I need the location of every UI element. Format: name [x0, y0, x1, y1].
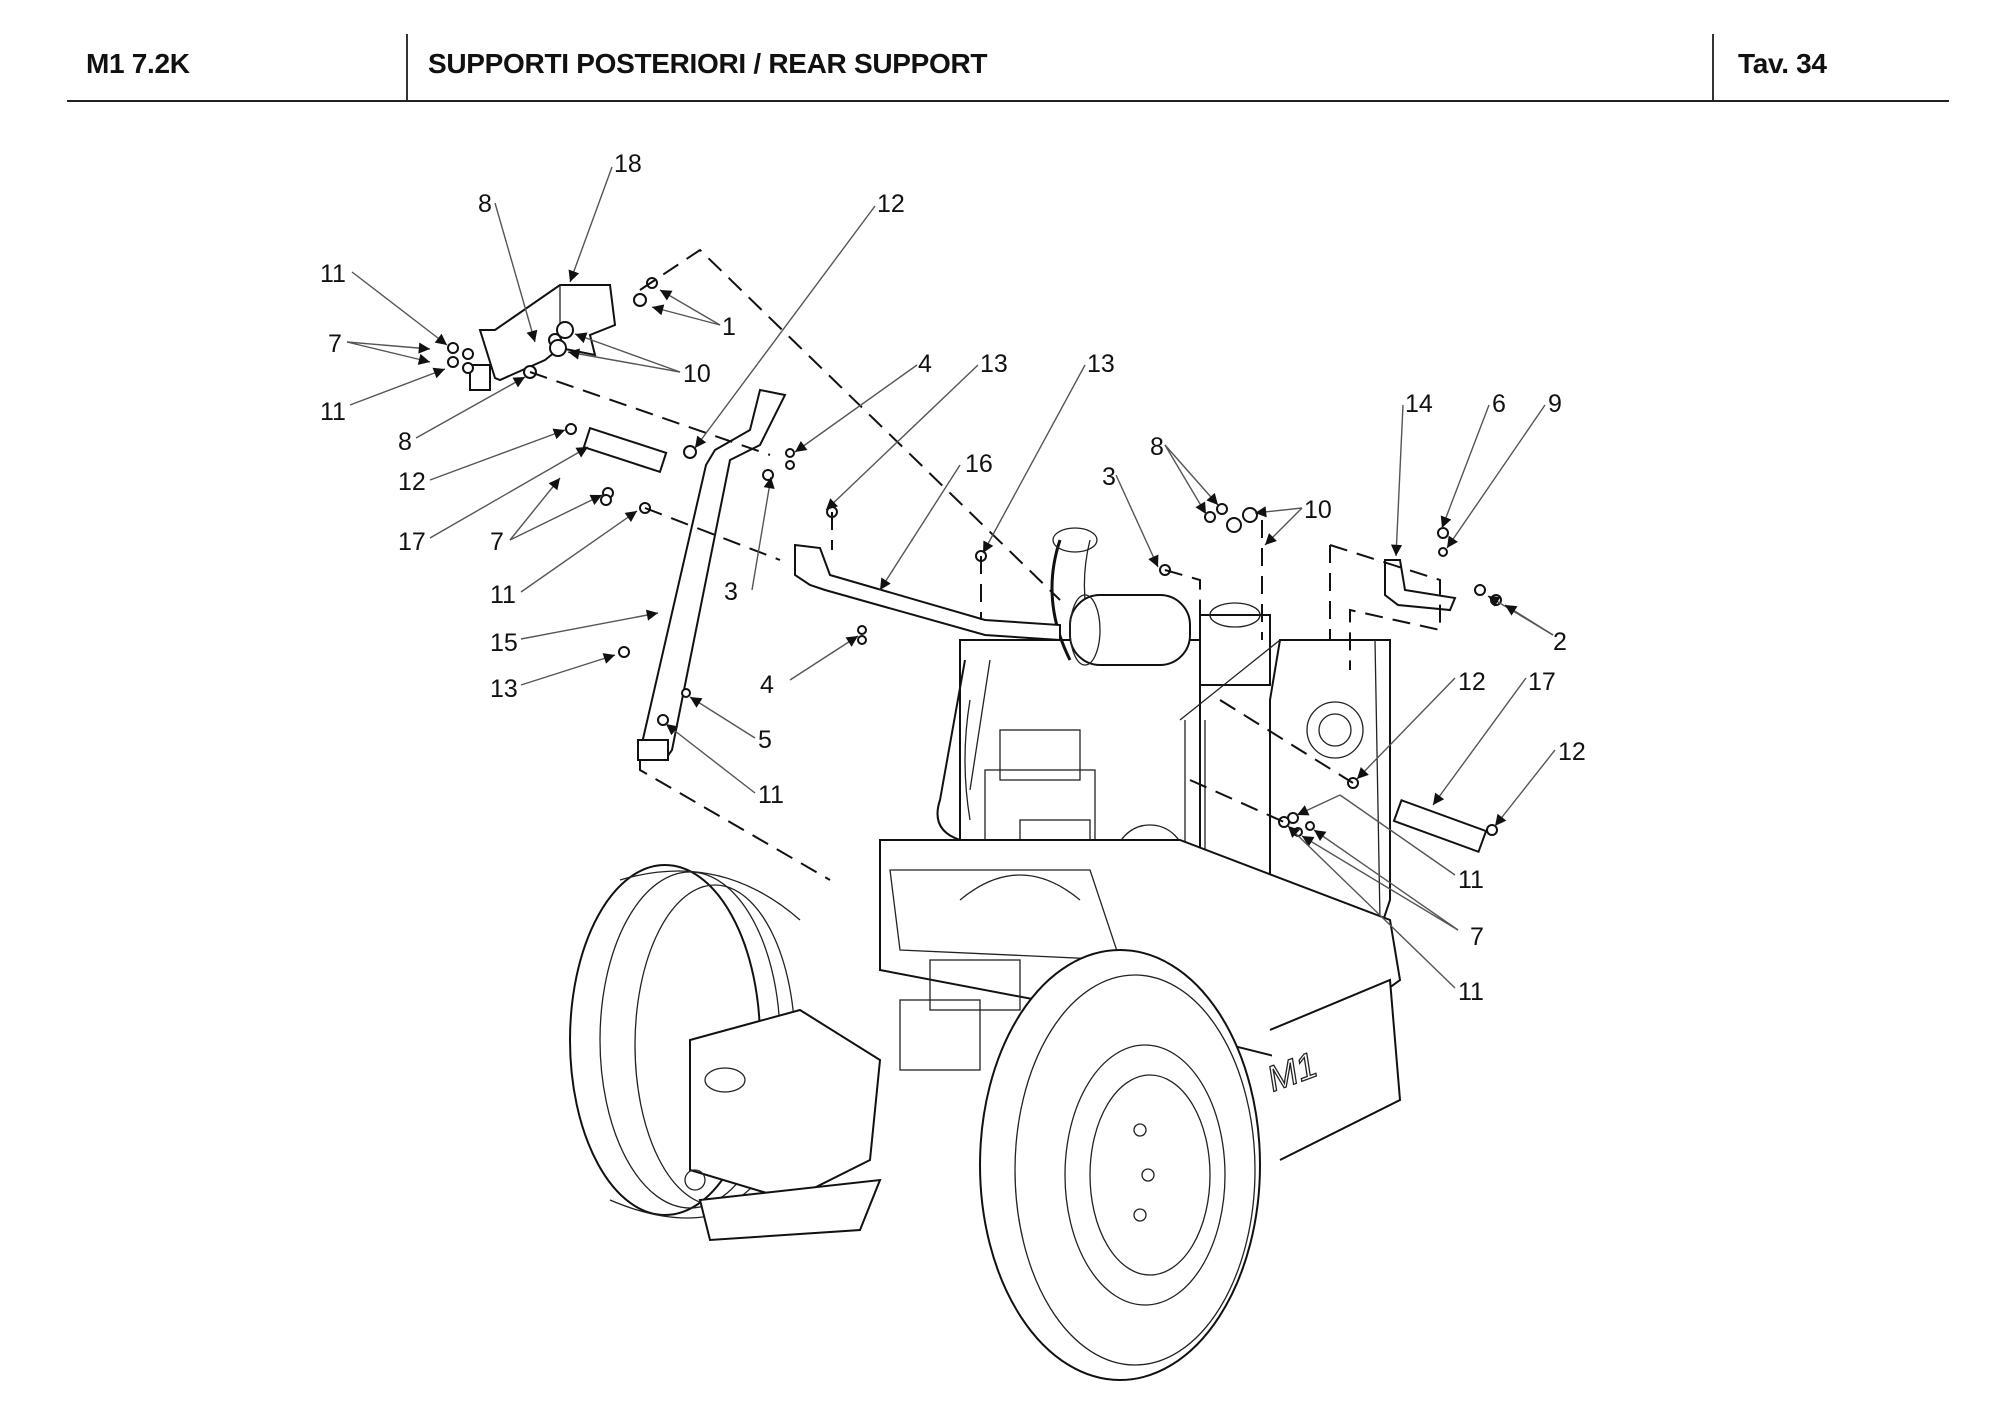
- callout-label: 10: [1304, 496, 1332, 524]
- callout-label: 13: [1087, 350, 1115, 378]
- callout-label: 15: [490, 629, 518, 657]
- callout-label: 7: [1470, 923, 1484, 951]
- callout-label: 8: [398, 428, 412, 456]
- bracket-part-14: [1384, 559, 1457, 612]
- spacer-part-17-left: [582, 426, 668, 474]
- callout-label: 11: [1458, 866, 1484, 894]
- callout-label: 12: [1558, 738, 1586, 766]
- table-reference: Tav. 34: [1738, 48, 1827, 79]
- callout-label: 6: [1492, 390, 1506, 418]
- callout-label: 3: [724, 578, 738, 606]
- bracket-part-18: [469, 284, 617, 391]
- callout-label: 18: [614, 150, 642, 178]
- callout-label: 11: [1458, 978, 1484, 1006]
- callout-label: 4: [918, 350, 932, 378]
- assembly-lines: [529, 248, 1441, 881]
- header-divider: [406, 34, 408, 101]
- callout-label: 3: [1102, 463, 1116, 491]
- tractor-chassis: M1: [569, 527, 1402, 1381]
- callout-label: 13: [490, 675, 518, 703]
- chassis-base: [684, 839, 1402, 1242]
- callout-label: 5: [758, 726, 772, 754]
- support-bar-part-15: [637, 388, 787, 762]
- callout-label: 11: [490, 581, 516, 609]
- callout-label: 8: [478, 190, 492, 218]
- callout-label: 11: [758, 781, 784, 809]
- callout-label: 17: [1528, 668, 1556, 696]
- callout-label: 1: [722, 313, 736, 341]
- right-tire: [979, 949, 1261, 1381]
- callout-label: 17: [398, 528, 426, 556]
- callout-label: 14: [1405, 390, 1433, 418]
- callout-label: 13: [980, 350, 1008, 378]
- page-title: SUPPORTI POSTERIORI / REAR SUPPORT: [428, 48, 988, 79]
- callout-label: 11: [320, 260, 346, 288]
- callout-label: 10: [683, 360, 711, 388]
- callout-label: 7: [328, 330, 342, 358]
- callout-label: 9: [1548, 390, 1562, 418]
- callout-label: 12: [398, 468, 426, 496]
- callout-label: 2: [1553, 628, 1567, 656]
- callout-label: 16: [965, 450, 993, 478]
- callout-label: 12: [877, 190, 905, 218]
- callout-label: 7: [490, 528, 504, 556]
- header-rule: [67, 100, 1949, 102]
- support-bar-part-16: [794, 543, 1061, 642]
- model-name: M1 7.2K: [86, 48, 190, 79]
- callouts: 18 8 11 7 1 10 11 8 12 12 17 7 11 15 13: [320, 150, 1586, 1006]
- callout-label: 8: [1150, 433, 1164, 461]
- header-divider: [1712, 34, 1714, 101]
- spacer-part-17-right: [1392, 798, 1488, 854]
- callout-label: 4: [760, 671, 774, 699]
- callout-label: 12: [1458, 668, 1486, 696]
- callout-label: 11: [320, 398, 346, 426]
